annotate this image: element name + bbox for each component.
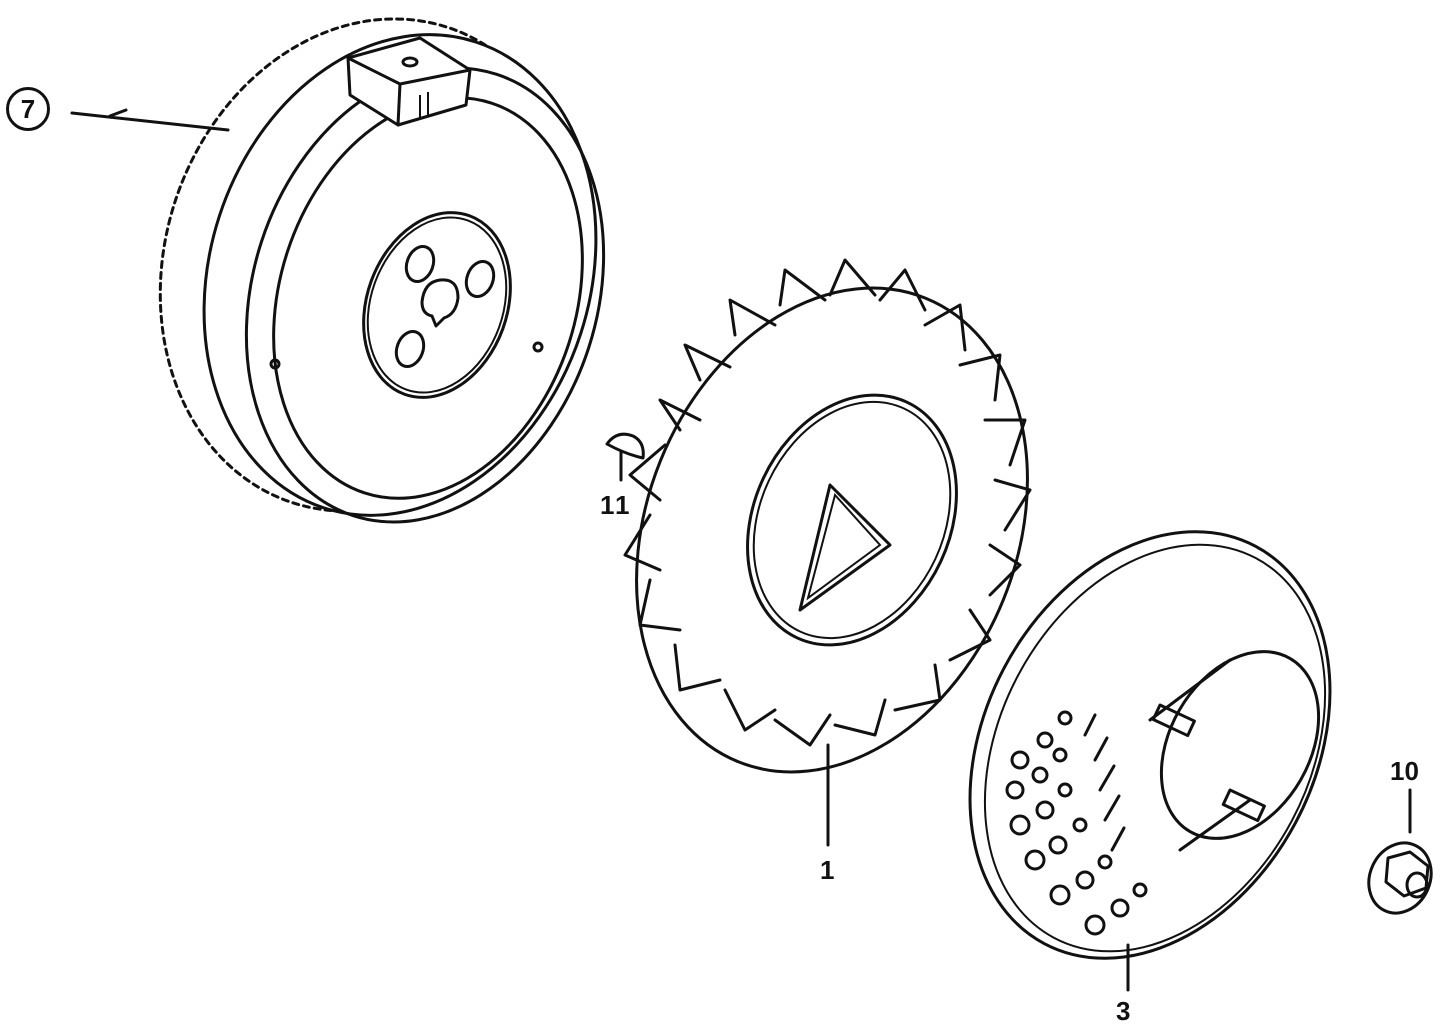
callout-7: 7 [6, 87, 50, 131]
callout-3: 3 [1116, 996, 1131, 1026]
flange-nut-part [1367, 841, 1433, 915]
callout-11: 11 [600, 490, 632, 520]
woodruff-key-part [605, 432, 645, 482]
callout-10: 10 [1390, 756, 1419, 786]
cooling-fan-part [623, 258, 1032, 774]
callout-1: 1 [820, 855, 835, 885]
leader-line-7 [70, 111, 230, 132]
starter-pulley-part [968, 530, 1332, 960]
flywheel-part [158, 17, 606, 524]
